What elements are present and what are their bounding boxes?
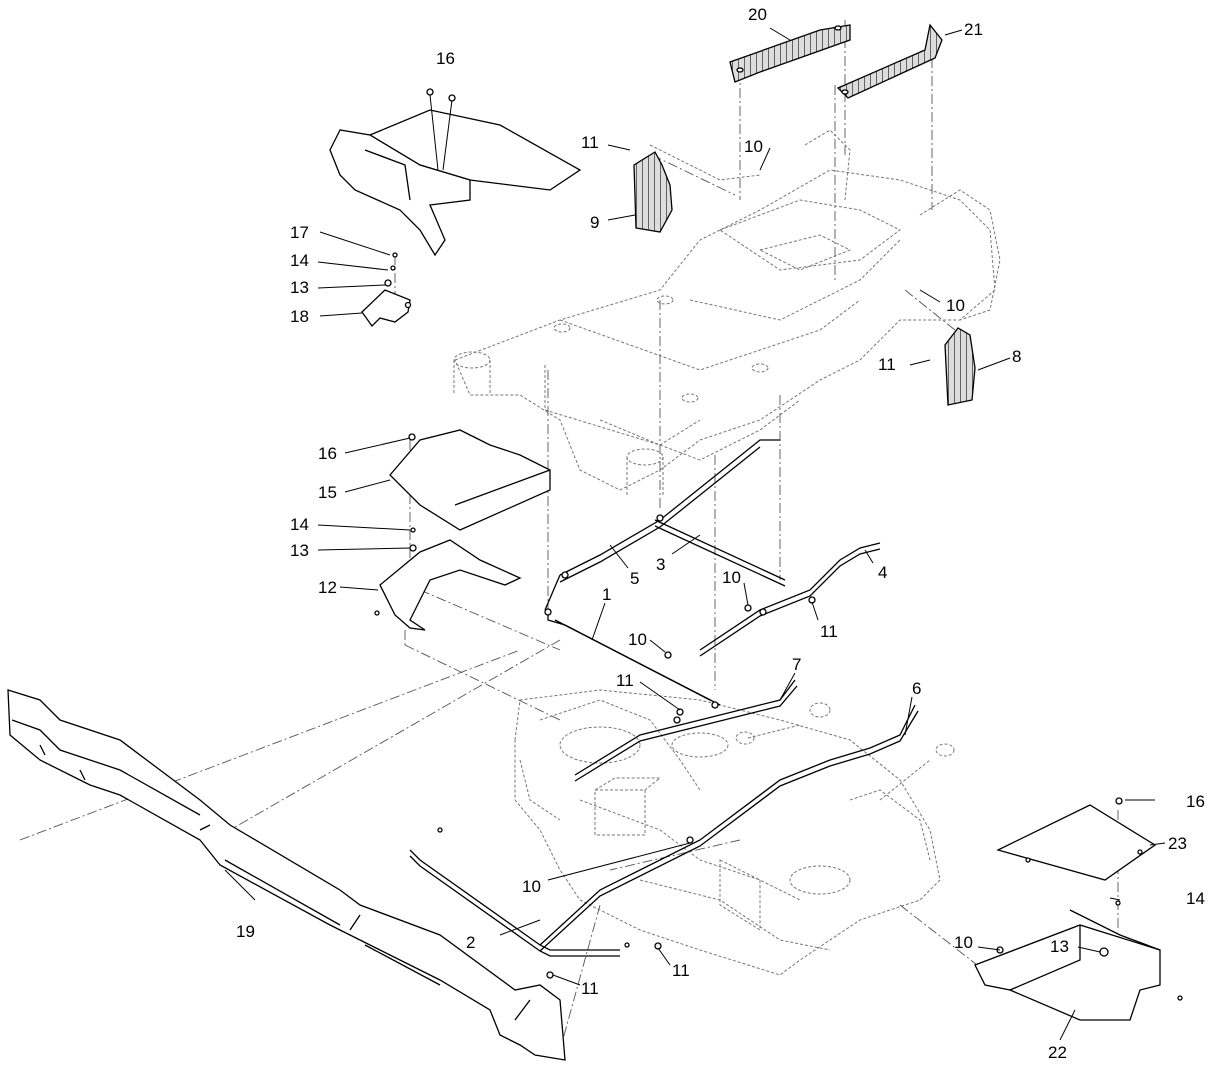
callout-16-a: 16 [436,49,455,68]
callout-8: 8 [1012,347,1021,366]
callout-16-c: 16 [1186,792,1205,811]
cover-plate-23 [996,797,1157,881]
footrest-bracket-18 [361,252,412,328]
callout-5: 5 [630,569,639,588]
callout-10-b: 10 [946,296,965,315]
callout-20: 20 [748,5,767,24]
callout-13-a: 13 [1050,937,1069,956]
callout-10-c: 10 [722,568,741,587]
callout-16-b: 16 [318,444,337,463]
linkage-rods-lower [409,679,919,979]
callout-9: 9 [590,213,599,232]
callout-21: 21 [964,20,983,39]
callout-10-d: 10 [628,630,647,649]
callout-12: 12 [318,578,337,597]
shield-plate-15 [389,429,551,531]
callout-1: 1 [602,585,611,604]
callout-10-e: 10 [522,877,541,896]
callout-10-a: 10 [744,137,763,156]
grille-plate-8 [944,327,976,406]
callout-14-b: 14 [290,515,309,534]
bracket-plate-12 [374,527,522,631]
footrest-plate [329,88,582,257]
callout-2: 2 [466,933,475,952]
mower-frame [453,129,1001,495]
callout-15: 15 [318,483,337,502]
callout-13-b: 13 [290,278,309,297]
callout-4: 4 [878,563,887,582]
step-plate-20 [729,24,851,83]
callout-11-b: 11 [878,355,896,374]
callout-18: 18 [290,307,309,326]
mower-deck [514,689,955,976]
callout-11-f: 11 [581,979,599,998]
callout-23: 23 [1168,834,1187,853]
callout-11-a: 11 [581,133,599,152]
grille-plate-9 [633,151,673,233]
chute-plate-22 [974,900,1183,1021]
callout-11-d: 11 [616,671,634,690]
callout-11-c: 11 [820,622,838,641]
callout-3: 3 [656,555,665,574]
step-plate-21 [836,23,943,99]
deck-baffle-19 [7,689,566,1061]
callout-22: 22 [1048,1043,1067,1062]
callout-13-c: 13 [290,541,309,560]
callout-19: 19 [236,922,255,941]
callout-17: 17 [290,223,309,242]
callout-14-c: 14 [1186,889,1205,908]
callout-6: 6 [912,679,921,698]
linkage-rods-upper [544,439,881,716]
callout-leaders [224,27,1166,1041]
callout-14-a: 14 [290,251,309,270]
callout-10-f: 10 [954,933,973,952]
rod-3 [654,519,786,581]
callout-11-e: 11 [672,961,690,980]
callout-7: 7 [792,655,801,674]
